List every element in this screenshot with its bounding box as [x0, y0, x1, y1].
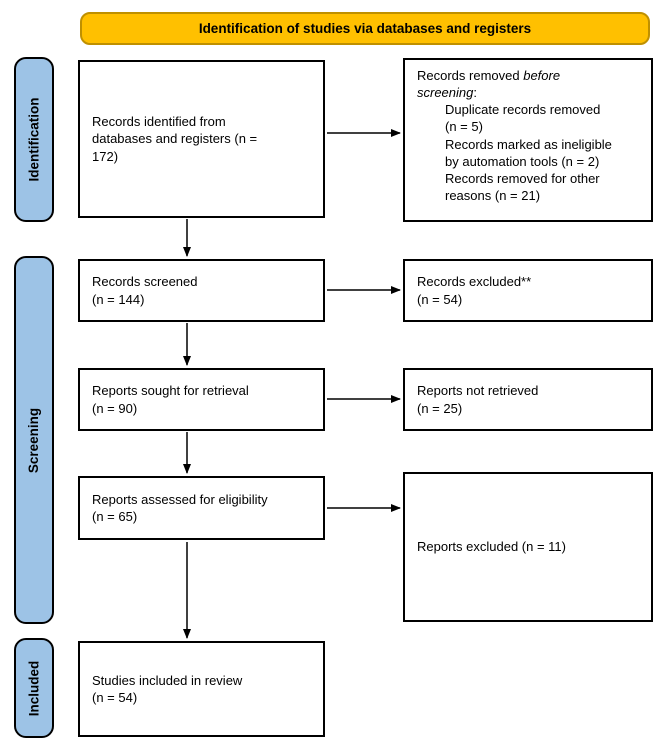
stage-included-label: Included — [26, 660, 42, 716]
stage-screening-label: Screening — [26, 407, 42, 473]
records-excluded-text: Records excluded** (n = 54) — [417, 274, 532, 307]
removed-heading-normal: Records removed — [417, 68, 524, 83]
box-records-removed: Records removed before screening: Duplica… — [403, 58, 653, 222]
removed-item-duplicates: Duplicate records removed (n = 5) — [445, 102, 601, 135]
stage-screening: Screening — [14, 256, 54, 624]
box-reports-excluded: Reports excluded (n = 11) — [403, 472, 653, 622]
reports-assessed-text: Reports assessed for eligibility (n = 65… — [92, 491, 268, 524]
box-studies-included: Studies included in review (n = 54) — [78, 641, 325, 737]
reports-sought-text: Reports sought for retrieval (n = 90) — [92, 383, 249, 416]
reports-not-retrieved-text: Reports not retrieved (n = 25) — [417, 383, 539, 416]
banner-title-text: Identification of studies via databases … — [198, 21, 532, 36]
removed-heading-colon: : — [473, 85, 477, 101]
removed-item-other: Records removed for other reasons (n = 2… — [445, 170, 600, 204]
reports-excluded-text: Reports excluded (n = 11) — [417, 539, 566, 555]
removed-item-automation: Records marked as ineligible by automati… — [445, 136, 612, 169]
studies-included-text: Studies included in review (n = 54) — [92, 672, 243, 705]
stage-identification-label: Identification — [26, 97, 42, 182]
removed-heading-italic-2: screening — [417, 85, 474, 101]
banner-title: Identification of studies via databases … — [80, 12, 650, 45]
records-identified-text: Records identified from databases and re… — [92, 114, 258, 164]
box-records-excluded: Records excluded** (n = 54) — [403, 259, 653, 322]
records-screened-text: Records screened (n = 144) — [92, 274, 198, 307]
box-reports-not-retrieved: Reports not retrieved (n = 25) — [403, 368, 653, 431]
records-removed-heading: Records removed before screening: — [417, 67, 643, 101]
box-reports-assessed: Reports assessed for eligibility (n = 65… — [78, 476, 325, 540]
removed-heading-italic-1: before — [523, 68, 561, 83]
stage-included: Included — [14, 638, 54, 738]
stage-identification: Identification — [14, 57, 54, 222]
box-records-screened: Records screened (n = 144) — [78, 259, 325, 322]
box-records-identified: Records identified from databases and re… — [78, 60, 325, 218]
box-reports-sought: Reports sought for retrieval (n = 90) — [78, 368, 325, 431]
